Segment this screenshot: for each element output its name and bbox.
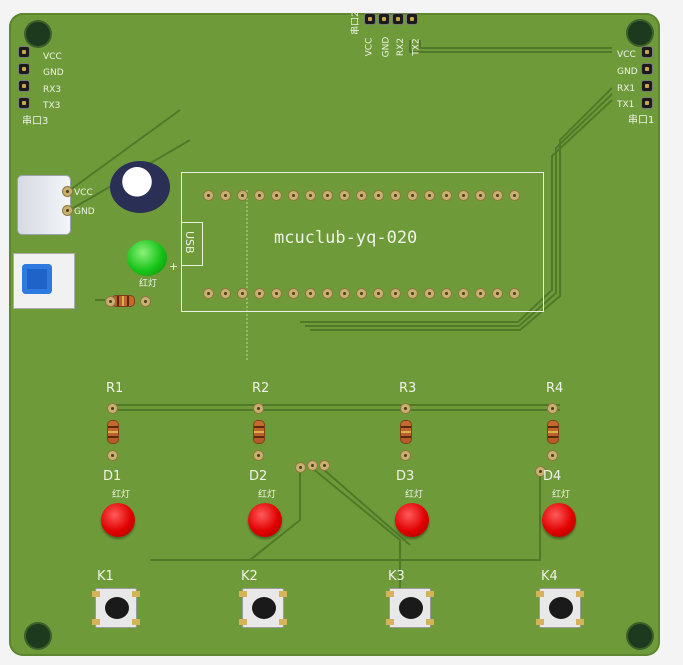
uart2-pin-gnd: GND xyxy=(381,36,392,58)
led-label-d1: D1 xyxy=(103,469,122,484)
uart1-pin-vcc: VCC xyxy=(617,50,636,60)
resistor-label-r2: R2 xyxy=(252,381,270,396)
electrolytic-capacitor xyxy=(110,161,170,213)
led-sub-d3: 红灯 xyxy=(405,490,424,500)
key-button-k2[interactable] xyxy=(239,588,287,628)
resistor-label-r3: R3 xyxy=(399,381,417,396)
uart1-pin-rx1: RX1 xyxy=(617,84,636,94)
led-d3 xyxy=(395,503,429,537)
led-label-d3: D3 xyxy=(396,469,415,484)
key-label-k2: K2 xyxy=(241,569,258,584)
mounting-hole-top-left xyxy=(26,22,50,46)
plus-marker: + xyxy=(169,260,179,273)
mounting-hole-bottom-left xyxy=(26,624,50,648)
led-sub-d2: 红灯 xyxy=(258,490,277,500)
status-led-label: 红灯 xyxy=(139,279,158,289)
led-d4 xyxy=(542,503,576,537)
key-label-k4: K4 xyxy=(541,569,558,584)
resistor-r2 xyxy=(254,421,264,443)
led-d2 xyxy=(248,503,282,537)
key-button-k1[interactable] xyxy=(92,588,140,628)
uart1-pin-gnd: GND xyxy=(617,67,638,77)
pcb-board xyxy=(9,13,660,656)
key-label-k3: K3 xyxy=(388,569,405,584)
mcu-usb-label: USB xyxy=(183,231,196,254)
mounting-hole-bottom-right xyxy=(628,624,652,648)
power-pin-vcc: VCC xyxy=(74,188,93,198)
uart2-pin-vcc: VCC xyxy=(364,37,375,57)
status-resistor xyxy=(112,296,134,306)
power-switch[interactable] xyxy=(14,254,74,308)
led-label-d2: D2 xyxy=(249,469,268,484)
uart3-label: 串口3 xyxy=(22,116,49,127)
uart3-pin-rx3: RX3 xyxy=(43,85,62,95)
resistor-label-r1: R1 xyxy=(106,381,124,396)
mcu-usb-box xyxy=(181,222,203,266)
key-label-k1: K1 xyxy=(97,569,114,584)
resistor-r1 xyxy=(108,421,118,443)
uart3-pin-tx3: TX3 xyxy=(43,101,61,111)
uart1-label: 串口1 xyxy=(628,115,655,126)
resistor-r4 xyxy=(548,421,558,443)
uart2-pin-rx2: RX2 xyxy=(396,37,407,57)
resistor-r3 xyxy=(401,421,411,443)
led-sub-d4: 红灯 xyxy=(552,490,571,500)
uart2-label: 串口2 xyxy=(350,11,361,35)
key-button-k4[interactable] xyxy=(536,588,584,628)
power-led-green xyxy=(127,240,167,276)
uart3-pin-vcc: VCC xyxy=(43,52,62,62)
power-pin-gnd: GND xyxy=(74,207,95,217)
mounting-hole-top-right xyxy=(628,21,652,45)
led-label-d4: D4 xyxy=(543,469,562,484)
led-sub-d1: 红灯 xyxy=(112,490,131,500)
uart3-pin-gnd: GND xyxy=(43,68,64,78)
usb-c-connector xyxy=(18,176,70,234)
resistor-label-r4: R4 xyxy=(546,381,564,396)
key-button-k3[interactable] xyxy=(386,588,434,628)
board-title: mcuclub-yq-020 xyxy=(274,228,418,248)
uart2-pin-tx2: TX2 xyxy=(411,38,422,56)
uart1-pin-tx1: TX1 xyxy=(617,100,635,110)
led-d1 xyxy=(101,503,135,537)
